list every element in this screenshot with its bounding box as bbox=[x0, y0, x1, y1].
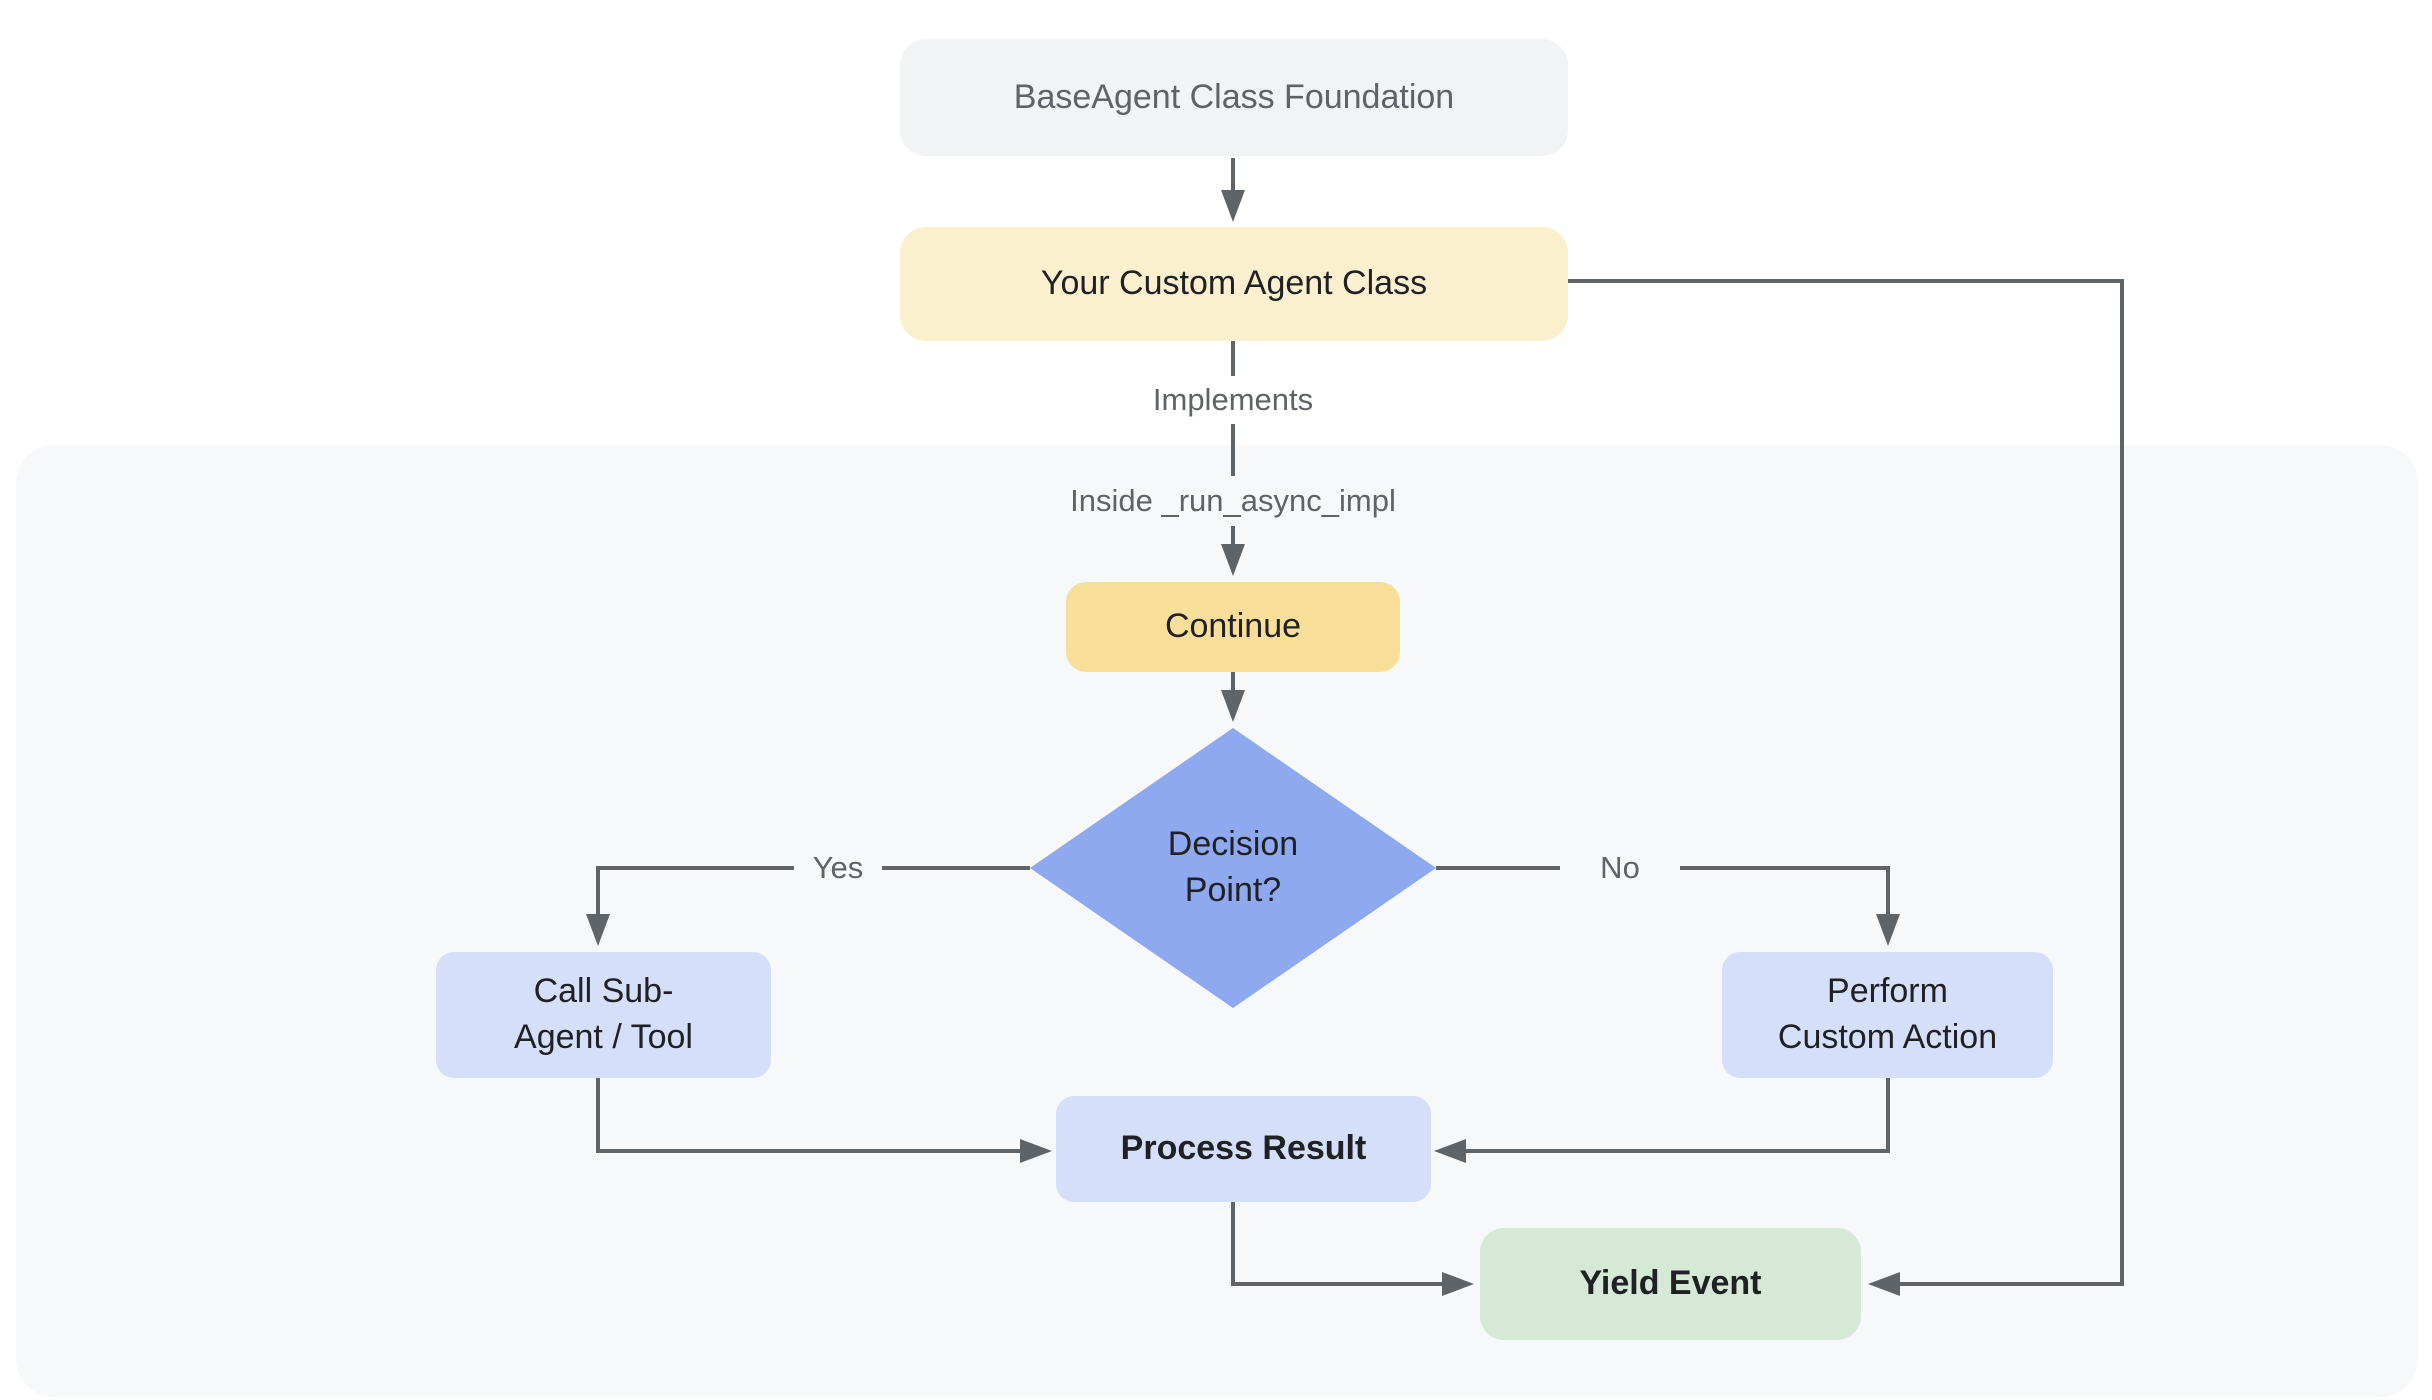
node-label: Yield Event bbox=[1579, 1264, 1762, 1303]
node-label: Your Custom Agent Class bbox=[1040, 264, 1428, 303]
node-baseagent-class-foundation: BaseAgent Class Foundation bbox=[900, 39, 1568, 156]
node-label: Continue bbox=[1164, 607, 1302, 646]
node-yield-event: Yield Event bbox=[1480, 1228, 1861, 1340]
node-call-sub-agent-tool: Call Sub- Agent / Tool bbox=[436, 952, 771, 1078]
edge-label-yes: Yes bbox=[812, 850, 864, 885]
node-label: BaseAgent Class Foundation bbox=[1013, 77, 1455, 116]
edge-process-to-yield bbox=[1231, 1202, 1474, 1296]
edge-yes-to-call bbox=[586, 866, 794, 946]
node-perform-custom-action: Perform Custom Action bbox=[1722, 952, 2053, 1078]
edge-perform-to-process bbox=[1434, 1078, 1890, 1163]
edge-label-no: No bbox=[1600, 850, 1640, 885]
edge-no-to-perform bbox=[1680, 866, 1900, 946]
node-label-line1: Decision bbox=[1167, 825, 1299, 864]
edge-custom-to-yield-feedback bbox=[1568, 279, 2124, 1296]
node-your-custom-agent-class: Your Custom Agent Class bbox=[900, 227, 1568, 341]
node-label-line1: Perform bbox=[1827, 972, 1948, 1011]
edge-call-to-process bbox=[596, 1078, 1052, 1163]
node-label: Process Result bbox=[1120, 1129, 1367, 1168]
node-continue: Continue bbox=[1066, 582, 1400, 672]
node-label-line2: Agent / Tool bbox=[514, 1018, 693, 1056]
edge-label-implements: Implements bbox=[1152, 382, 1314, 417]
node-process-result: Process Result bbox=[1056, 1096, 1431, 1202]
edge-label-inside-run-async-impl: Inside _run_async_impl bbox=[1070, 483, 1396, 518]
node-label-line2: Custom Action bbox=[1777, 1018, 1998, 1056]
node-label-line1: Call Sub- bbox=[533, 972, 674, 1011]
node-label-line2: Point? bbox=[1184, 871, 1282, 909]
